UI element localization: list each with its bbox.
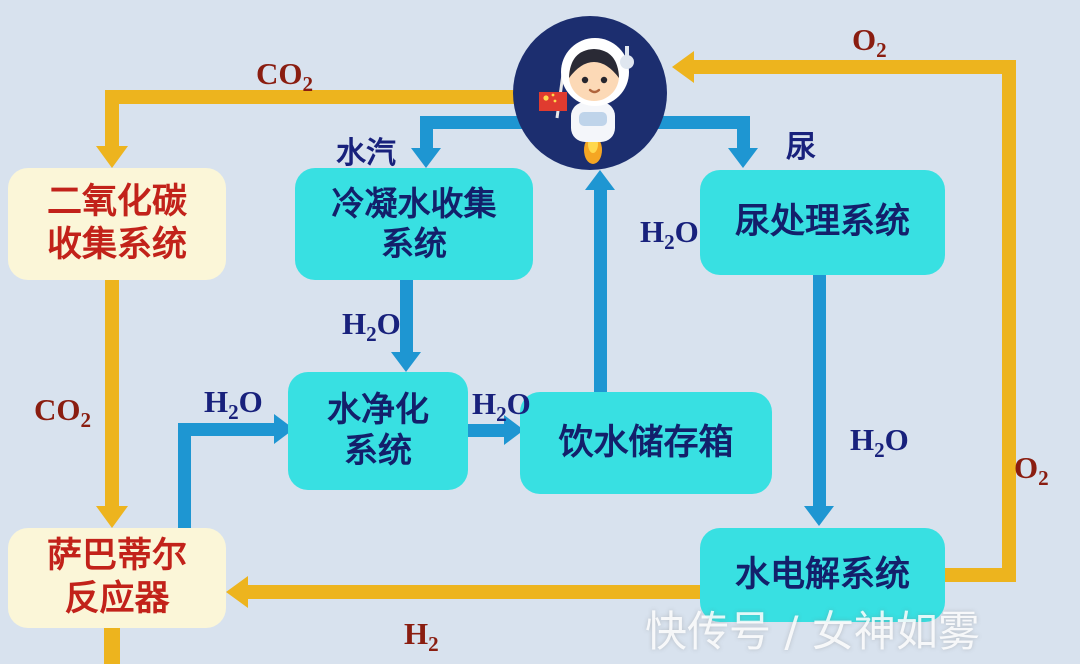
- node-tank-label: 饮水储存箱: [558, 422, 734, 463]
- arrow-o2-electrolysis-to-right-horizontal: [945, 568, 1016, 582]
- astronaut-icon: [513, 16, 667, 170]
- arrow-co2-collector-to-sabatier: [105, 280, 119, 508]
- label-h2o-purification-to-tank: H2O: [472, 386, 531, 427]
- arrowhead-o2-into-astronaut-icon: [672, 51, 694, 83]
- label-h2o-1-sub: 2: [366, 322, 377, 347]
- label-h2o-5-post: O: [884, 422, 909, 457]
- arrowhead-h2-into-sabatier-icon: [226, 576, 248, 608]
- label-h2o-tank-to-astronaut: H2O: [640, 214, 699, 255]
- arrow-h2o-condensate-to-purification: [400, 280, 413, 354]
- arrow-urine-astronaut-to-processor-vertical: [737, 116, 750, 150]
- label-h2o-5-base: H: [850, 422, 875, 457]
- label-h2o-1-post: O: [376, 306, 401, 341]
- node-purification-line2: 系统: [344, 431, 412, 471]
- label-h2o-4-post: O: [674, 214, 699, 249]
- arrowhead-vapor-into-condensate-icon: [411, 148, 441, 168]
- label-h2o-2-post: O: [238, 384, 263, 419]
- node-water-purification-system: 水净化 系统: [288, 372, 468, 490]
- label-h2o-3-base: H: [472, 386, 497, 421]
- arrow-o2-top-horizontal: [694, 60, 1016, 74]
- node-electrolysis-label: 水电解系统: [734, 554, 910, 595]
- label-h2o-4-base: H: [640, 214, 665, 249]
- node-urine-label: 尿处理系统: [734, 202, 910, 243]
- arrow-co2-astronaut-to-collector-horizontal: [105, 90, 545, 104]
- watermark-text: 快传号 / 女神如雾: [645, 607, 980, 656]
- arrow-h2-electrolysis-to-sabatier: [248, 585, 700, 599]
- label-h2o-3-sub: 2: [496, 402, 507, 427]
- arrow-h2o-sabatier-to-purification-vertical: [178, 436, 191, 528]
- label-o2-right-sub: 2: [1038, 466, 1049, 491]
- label-h2-bottom-base: H: [404, 616, 429, 651]
- node-drinking-water-tank: 饮水储存箱: [520, 392, 772, 494]
- node-water-electrolysis-system: 水电解系统: [700, 528, 945, 622]
- label-co2-left-base: CO: [34, 392, 81, 427]
- arrow-co2-astronaut-to-collector-vertical: [105, 90, 119, 150]
- label-h2o-1-base: H: [342, 306, 367, 341]
- label-h2o-2-sub: 2: [228, 400, 239, 425]
- arrow-h2o-sabatier-to-purification-horizontal: [178, 423, 274, 436]
- label-o2-right-base: O: [1014, 450, 1039, 485]
- label-co2-top-sub: 2: [302, 72, 314, 97]
- arrow-h2o-purification-to-tank: [468, 424, 506, 437]
- arrow-h2o-urine-to-electrolysis: [813, 275, 826, 508]
- arrowhead-h2o-into-tank-icon: [504, 415, 524, 445]
- arrowhead-h2o-into-electrolysis-icon: [804, 506, 834, 526]
- arrow-o2-right-vertical: [1002, 60, 1016, 582]
- node-sabatier-reactor: 萨巴蒂尔 反应器: [8, 528, 226, 628]
- label-h2o-3-post: O: [506, 386, 531, 421]
- arrowhead-urine-into-processor-icon: [728, 148, 758, 168]
- node-sabatier-line2: 反应器: [64, 579, 170, 619]
- label-h2o-5-sub: 2: [874, 438, 885, 463]
- label-o2-right: O2: [1014, 450, 1049, 491]
- label-h2-bottom-sub: 2: [428, 632, 439, 657]
- label-co2-left: CO2: [34, 392, 91, 433]
- arrow-vapor-astronaut-to-condensate-vertical: [420, 116, 433, 150]
- label-o2-top-base: O: [852, 22, 877, 57]
- label-h2o-2-base: H: [204, 384, 229, 419]
- label-o2-top-sub: 2: [876, 38, 887, 63]
- label-o2-top: O2: [852, 22, 887, 63]
- node-co2-collection-line1: 二氧化碳: [46, 182, 187, 223]
- arrowhead-h2o-into-purification-icon: [391, 352, 421, 372]
- label-h2o-urine-to-electrolysis: H2O: [850, 422, 909, 463]
- node-condensate-collection-system: 冷凝水收集 系统: [295, 168, 533, 280]
- label-co2-left-sub: 2: [80, 408, 92, 433]
- node-sabatier-line1: 萨巴蒂尔: [46, 536, 187, 577]
- label-co2-top-base: CO: [256, 56, 303, 91]
- node-urine-processing-system: 尿处理系统: [700, 170, 945, 275]
- label-h2o-4-sub: 2: [664, 230, 675, 255]
- arrowhead-co2-into-collector-icon: [96, 146, 128, 168]
- node-purification-line1: 水净化: [327, 389, 429, 430]
- astronaut-avatar: [513, 16, 667, 170]
- arrow-sabatier-outlet-stub: [104, 628, 120, 664]
- node-co2-collection-system: 二氧化碳 收集系统: [8, 168, 226, 280]
- label-h2o-condensate-to-purification: H2O: [342, 306, 401, 347]
- label-h2-bottom: H2: [404, 616, 439, 657]
- label-urine: 尿: [786, 130, 816, 165]
- label-water-vapor: 水汽: [336, 136, 396, 171]
- label-h2o-sabatier-to-purification: H2O: [204, 384, 263, 425]
- arrow-h2o-tank-to-astronaut: [594, 190, 607, 392]
- arrowhead-h2o-into-astronaut-icon: [585, 170, 615, 190]
- arrowhead-co2-into-sabatier-icon: [96, 506, 128, 528]
- label-co2-top: CO2: [256, 56, 313, 97]
- node-co2-collection-line2: 收集系统: [46, 225, 187, 265]
- node-condensate-line1: 冷凝水收集: [331, 183, 497, 223]
- node-condensate-line2: 系统: [381, 224, 447, 263]
